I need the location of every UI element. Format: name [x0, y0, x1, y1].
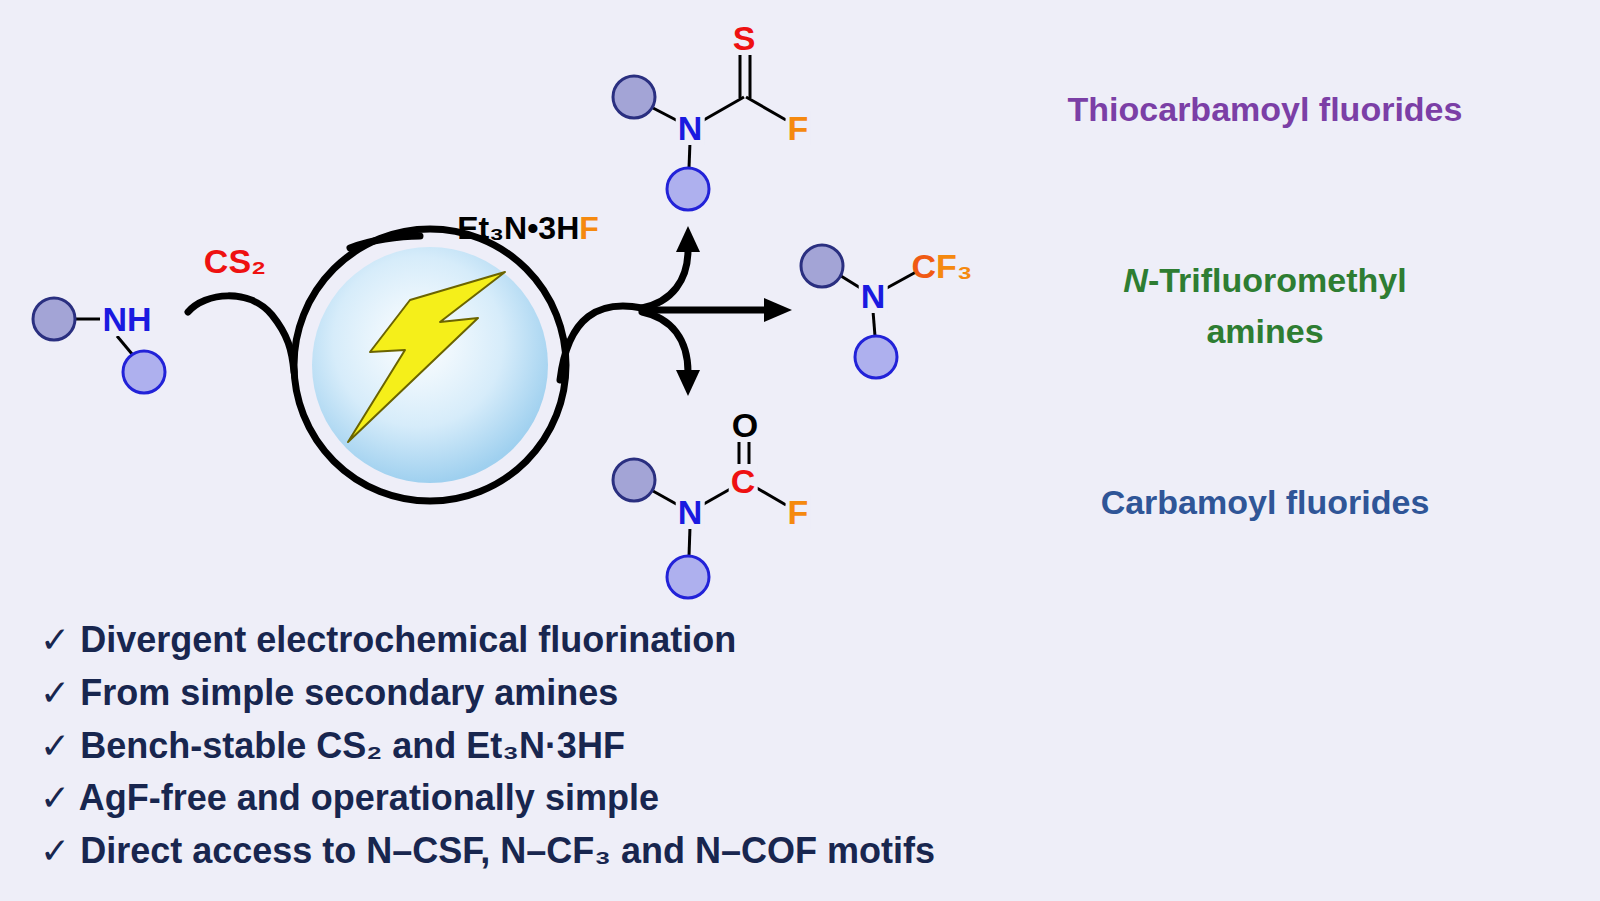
substituent-circles [33, 76, 897, 598]
atom-label: F₃ [936, 247, 973, 285]
atom-label: F [786, 111, 811, 145]
product-class-heading: Thiocarbamoyl fluorides [1068, 91, 1463, 128]
feature-item: ✓ From simple secondary amines [40, 673, 618, 713]
atom-label: F [786, 495, 811, 529]
atom-label: N [676, 495, 705, 529]
reagent-label: F [579, 210, 599, 246]
reaction-path [188, 229, 770, 501]
reagent-label: Et₃N•3H [457, 210, 579, 246]
feature-item: ✓ Bench-stable CS₂ and Et₃N·3HF [40, 726, 625, 766]
atom-label: O [730, 408, 760, 442]
bonds [76, 52, 916, 556]
atom-label: C [729, 464, 758, 498]
feature-item: ✓ AgF-free and operationally simple [40, 778, 659, 818]
label-group: N-Trifluoromethyl amines [1065, 255, 1465, 357]
label-group: Et₃N•3HF [457, 204, 599, 252]
feature-item: ✓ Divergent electrochemical fluorination [40, 620, 736, 660]
lightning-bolt [348, 272, 505, 442]
product-class-heading: N [1123, 261, 1148, 299]
product-class-heading: Carbamoyl fluorides [1101, 484, 1430, 521]
arrowheads [676, 226, 792, 396]
atom-label: C [911, 247, 936, 285]
atom-label: N [676, 111, 705, 145]
feature-item: ✓ Direct access to N–CSF, N–CF₃ and N–CO… [40, 831, 935, 871]
label-group: CF₃ [911, 241, 972, 292]
atom-label: S [731, 21, 758, 55]
atom-label: NH [100, 302, 153, 336]
atom-label: N [859, 279, 888, 313]
product-class-heading: -Trifluoromethyl amines [1148, 261, 1407, 350]
reagent-label: CS₂ [204, 243, 266, 280]
electrolysis-sphere [312, 247, 548, 483]
